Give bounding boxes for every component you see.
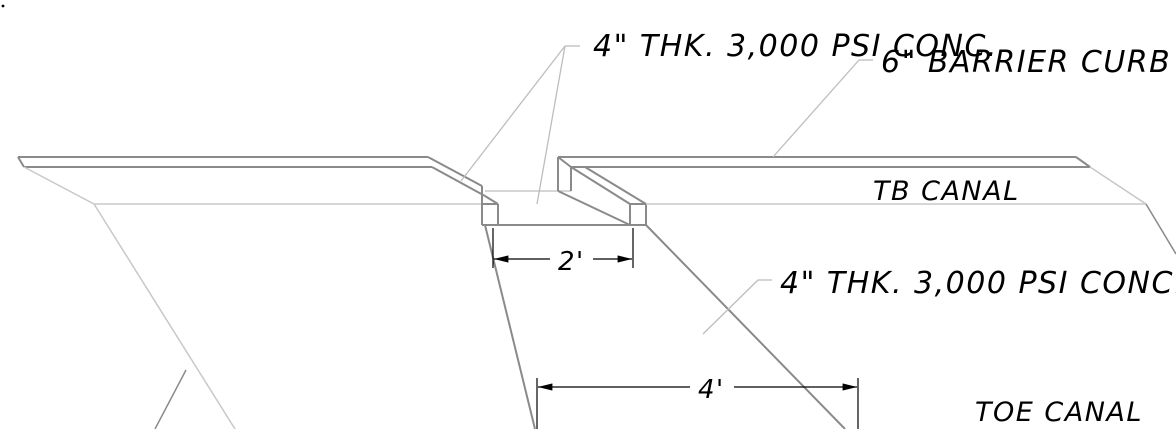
leaders [460,45,873,335]
leader-lower-concrete [702,279,759,335]
leader-top-concrete-a [460,45,566,182]
left-lower-slope [93,203,236,429]
left-slope-line [93,203,236,429]
left-bank-side [23,166,95,205]
lower-concrete-note: 4" THK. 3,000 PSI CONC. [780,266,1176,301]
leader-top-concrete-b [536,45,566,205]
toe-canal-label: TOE CANAL [975,397,1143,428]
dimension-4ft: 4' [536,375,859,429]
left-slope-leader [154,369,187,429]
lower-right-wall [645,224,846,429]
right-bank-side [1089,166,1147,205]
right-curb-slope-a [570,166,631,205]
stray-dot [1,4,5,8]
left-bank-end [17,156,25,168]
right-bank [558,156,1176,255]
tb-canal-label: TB CANAL [873,176,1020,207]
left-curb-slope-inner [431,166,486,197]
dim-2ft-label: 2' [558,247,585,277]
right-curb-slope-c [584,166,647,205]
leader-barrier-curb [772,59,860,158]
lower-channel [484,224,846,429]
left-curb-slope-outer [427,156,483,187]
right-curb-slope-b [557,190,631,226]
top-concrete-note: 4" THK. 3,000 PSI CONC. [593,29,998,64]
left-bank [17,156,486,205]
dimension-2ft: 2' [492,228,634,277]
right-curb-top [557,156,572,168]
barrier-curb-note: 6" BARRIER CURB [881,45,1171,80]
dim-4ft-label: 4' [698,375,725,405]
right-bank-leader [1145,203,1176,255]
left-curb-back [484,195,499,205]
right-bank-end [1075,156,1091,168]
channel-curbs [481,156,647,226]
